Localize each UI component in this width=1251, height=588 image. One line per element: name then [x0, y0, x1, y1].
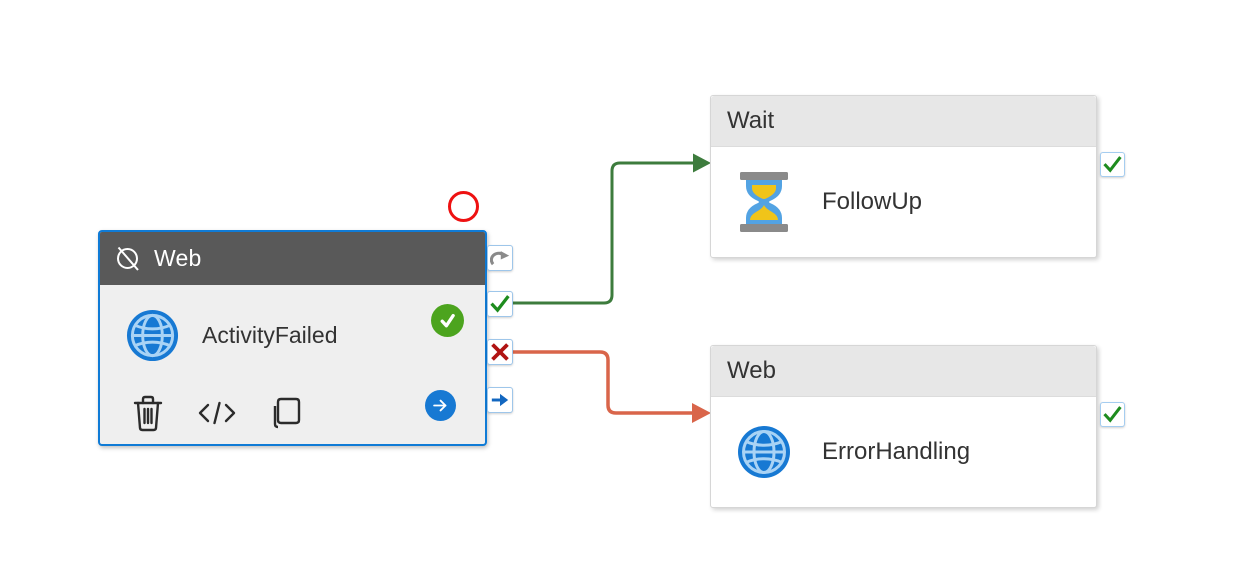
- activity-type-label: Web: [154, 245, 202, 271]
- green-check-icon: [1103, 156, 1122, 173]
- activity-body: ActivityFailed: [100, 285, 485, 385]
- web-globe-icon: [125, 308, 180, 363]
- deactivated-slash-circle-icon: [114, 245, 141, 272]
- activity-name: ActivityFailed: [202, 321, 338, 348]
- activity-node-errorhandling[interactable]: Web ErrorHandling: [710, 345, 1097, 508]
- activity-header: Wait: [711, 96, 1096, 147]
- red-x-icon: [491, 343, 509, 361]
- activity-type-label: Wait: [727, 107, 775, 134]
- blue-arrow-icon: [491, 393, 509, 407]
- right-arrow-icon: [433, 399, 447, 412]
- activity-name: ErrorHandling: [822, 438, 971, 465]
- activity-body: FollowUp: [711, 147, 1096, 257]
- green-check-icon: [1103, 406, 1122, 423]
- delete-trash-icon[interactable]: [132, 394, 164, 432]
- web-globe-icon: [736, 424, 792, 480]
- run-status-badge-errorhandling: [1100, 402, 1125, 427]
- success-connector[interactable]: [512, 153, 711, 305]
- red-circle-annotation: [448, 191, 479, 222]
- activity-toolbar: [100, 385, 485, 441]
- activity-header: Web: [100, 232, 485, 285]
- activity-type-label: Web: [727, 357, 776, 384]
- activity-header: Web: [711, 346, 1096, 397]
- failure-connector[interactable]: [512, 350, 711, 423]
- activity-node-activityfailed[interactable]: Web ActivityFailed: [98, 230, 487, 446]
- run-status-badge-followup: [1100, 152, 1125, 177]
- port-completion[interactable]: [487, 387, 513, 413]
- white-check-icon: [440, 313, 455, 328]
- port-failure[interactable]: [487, 339, 513, 365]
- hourglass-icon: [736, 172, 792, 232]
- open-arrow-button[interactable]: [425, 390, 456, 421]
- gray-curved-arrow-icon: [490, 251, 510, 266]
- activity-node-followup[interactable]: Wait FollowUp: [710, 95, 1097, 258]
- failure-arrowhead: [692, 403, 711, 423]
- code-icon[interactable]: [198, 399, 236, 427]
- port-success[interactable]: [487, 291, 513, 317]
- activity-body: ErrorHandling: [711, 397, 1096, 507]
- success-arrowhead: [693, 153, 711, 173]
- copy-icon[interactable]: [270, 394, 304, 432]
- port-retry[interactable]: [487, 245, 513, 271]
- success-status-badge: [431, 304, 464, 337]
- activity-name: FollowUp: [822, 188, 923, 215]
- green-check-icon: [490, 295, 510, 313]
